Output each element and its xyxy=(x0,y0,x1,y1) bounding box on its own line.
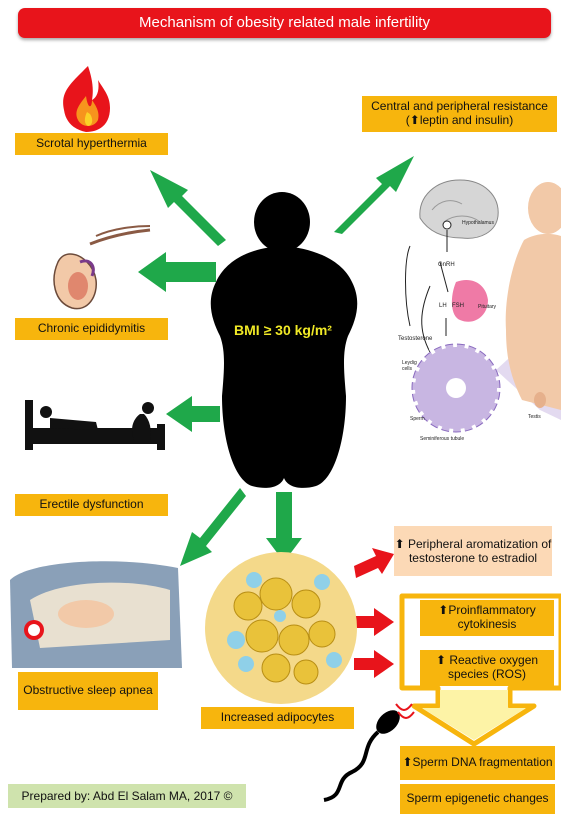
hpg-lh-label: LH xyxy=(439,303,447,309)
label-sperm-dna-fragmentation: ⬆Sperm DNA fragmentation xyxy=(400,746,555,780)
label-increased-adipocytes: Increased adipocytes xyxy=(201,707,354,729)
bed-man-icon xyxy=(25,400,165,450)
scrotum-illustration xyxy=(54,226,150,309)
label-reactive-oxygen-species: ⬆ Reactive oxygen species (ROS) xyxy=(420,650,554,686)
arrows-red xyxy=(354,548,394,678)
label-scrotal-hyperthermia: Scrotal hyperthermia xyxy=(15,133,168,155)
label-proinflammatory-cytokines: ⬆Proinflammatory cytokinesis xyxy=(420,600,554,636)
hpg-tubule-label: Seminiferous tubule xyxy=(420,436,464,442)
bmi-label: BMI ≥ 30 kg/m² xyxy=(228,322,338,338)
label-central-peripheral-resistance: Central and peripheral resistance (⬆lept… xyxy=(362,96,557,132)
hpg-testis-label: Testis xyxy=(528,414,541,420)
label-peripheral-aromatization: ⬆ Peripheral aromatization of testostero… xyxy=(394,526,552,576)
hpg-testosterone-label: Testosterone xyxy=(398,336,432,342)
hpg-pituitary-label: Pituitary xyxy=(478,304,496,310)
hpg-fsh-label: FSH xyxy=(452,303,464,309)
label-erectile-dysfunction: Erectile dysfunction xyxy=(15,494,168,516)
author-credit: Prepared by: Abd El Salam MA, 2017 © xyxy=(8,784,246,808)
label-chronic-epididymitis: Chronic epididymitis xyxy=(15,318,168,340)
male-body-illustration xyxy=(506,182,561,410)
label-obstructive-sleep-apnea: Obstructive sleep apnea xyxy=(18,672,158,710)
sleep-apnea-illustration xyxy=(10,561,182,668)
fire-icon xyxy=(63,66,110,132)
adipocytes-illustration xyxy=(205,552,357,704)
hpg-sperm-label: Sperm xyxy=(410,416,425,422)
obese-silhouette xyxy=(211,192,357,488)
hpg-gnrh-label: GnRH xyxy=(438,262,455,268)
hpg-leydig-label: Leydig cells xyxy=(402,360,424,372)
label-sperm-epigenetic-changes: Sperm epigenetic changes xyxy=(400,784,555,814)
hpg-hypothalamus-label: Hypothalamus xyxy=(462,220,494,226)
